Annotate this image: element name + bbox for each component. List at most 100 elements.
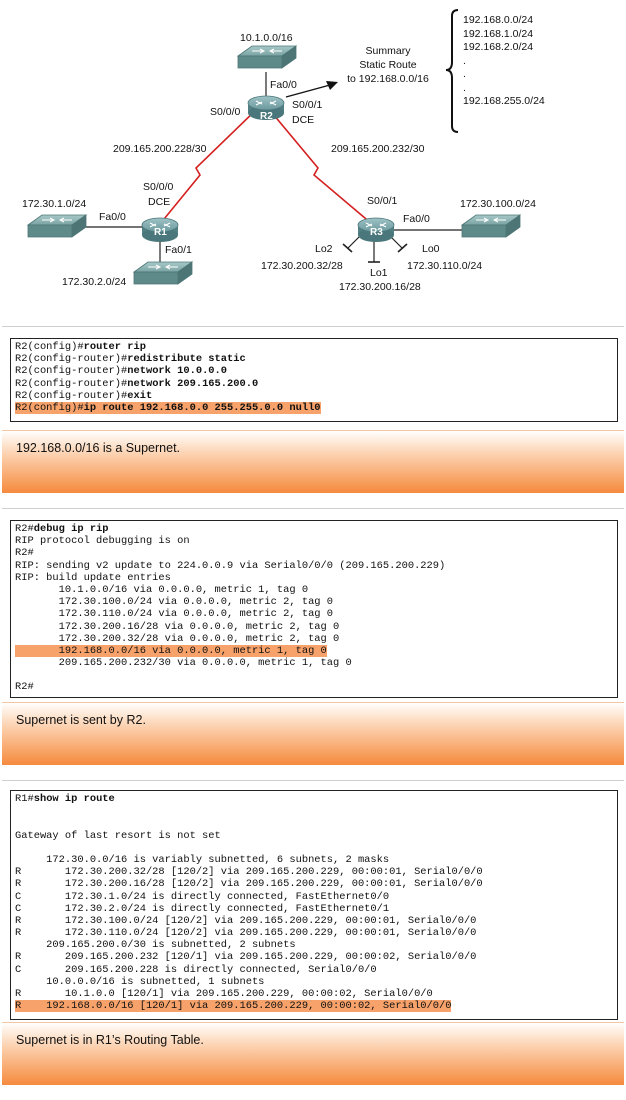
loopback-network-label: 172.30.110.0/24 [407, 260, 483, 272]
interface-label: Fa0/0 [270, 79, 297, 91]
cli-prompt: R2# [15, 681, 34, 694]
summarized-network: 192.168.255.0/24 [463, 95, 545, 107]
cli-line: R2(config)#router rip [15, 341, 613, 353]
serial-link-r2-r3 [267, 107, 373, 225]
interface-label: DCE [292, 114, 315, 126]
cli-command: redistribute static [127, 353, 246, 366]
cli-command: ip route 192.168.0.0 255.255.0.0 null0 [83, 401, 321, 414]
network-label: 172.30.2.0/24 [62, 276, 127, 288]
cli-prompt: R2# [15, 523, 34, 535]
cli-line: R 172.30.100.0/24 [120/2] via 209.165.20… [15, 915, 613, 927]
cli-line: R 10.1.0.0 [120/1] via 209.165.200.229, … [15, 988, 613, 1000]
cli-text: R 172.30.200.16/28 [120/2] via 209.165.2… [15, 878, 483, 891]
switch-icon [27, 214, 87, 238]
cli-line: 172.30.110.0/24 via 0.0.0.0, metric 2, t… [15, 608, 613, 620]
cli-line: R2#debug ip rip [15, 523, 613, 535]
caption-text: Supernet is in R1’s Routing Table. [16, 1033, 204, 1047]
cli-text: C 209.165.200.228 is directly connected,… [15, 963, 377, 976]
cli-text: 209.165.200.232/30 via 0.0.0.0, metric 1… [15, 657, 352, 670]
cli-line: Gateway of last resort is not set [15, 830, 613, 842]
caption-bar: Supernet is sent by R2. [2, 702, 624, 765]
cli-line: R2(config-router)#network 10.0.0.0 [15, 365, 613, 377]
cli-text: R 172.30.110.0/24 [120/2] via 209.165.20… [15, 927, 477, 940]
summarized-network: . [463, 81, 466, 94]
cli-prompt: R2(config)# [15, 401, 84, 414]
link-label: 209.165.200.232/30 [331, 143, 425, 155]
cli-line [15, 805, 613, 817]
cli-line: 10.0.0.0/16 is subnetted, 1 subnets [15, 976, 613, 988]
cli-text: R 192.168.0.0/16 [120/1] via 209.165.200… [15, 1000, 452, 1013]
cli-text: R 172.30.200.32/28 [120/2] via 209.165.2… [15, 866, 483, 879]
caption-text: Supernet is sent by R2. [16, 713, 146, 727]
cli-text: 10.0.0.0/16 is subnetted, 1 subnets [15, 975, 265, 988]
cli-line: C 172.30.1.0/24 is directly connected, F… [15, 891, 613, 903]
cli-line: 172.30.200.32/28 via 0.0.0.0, metric 2, … [15, 633, 613, 645]
cli-command: exit [127, 389, 153, 402]
cli-text: 209.165.200.0/30 is subnetted, 2 subnets [15, 939, 296, 952]
interface-label: S0/0/0 [143, 181, 174, 193]
cli-text: RIP: sending v2 update to 224.0.0.9 via … [15, 559, 446, 572]
summarized-networks-list: 192.168.0.0/24 192.168.1.0/24 192.168.2.… [463, 14, 545, 109]
interface-label: Lo2 [315, 243, 333, 255]
summary-route-label: Summary Static Route to 192.168.0.0/16 [338, 44, 438, 86]
topology-diagram [27, 9, 521, 285]
cli-prompt: R2(config-router)# [15, 389, 128, 402]
interface-label: S0/0/1 [367, 195, 398, 207]
cli-line: R 172.30.200.16/28 [120/2] via 209.165.2… [15, 878, 613, 890]
loopback-network-label: 172.30.200.32/28 [261, 260, 343, 272]
summarized-network: 192.168.1.0/24 [463, 27, 534, 40]
cli-text: 192.168.0.0/16 via 0.0.0.0, metric 1, ta… [15, 644, 327, 657]
switch-icon [133, 261, 193, 285]
summarized-network: 192.168.0.0/24 [463, 14, 534, 26]
cli-line: 172.30.100.0/24 via 0.0.0.0, metric 2, t… [15, 596, 613, 608]
cli-line: 172.30.200.16/28 via 0.0.0.0, metric 2, … [15, 621, 613, 633]
summary-line: Static Route [359, 59, 417, 71]
cli-line [15, 817, 613, 829]
cli-text: 172.30.0.0/16 is variably subnetted, 6 s… [15, 853, 390, 866]
cli-line: C 172.30.2.0/24 is directly connected, F… [15, 903, 613, 915]
cli-line: R2(config-router)#network 209.165.200.0 [15, 378, 613, 390]
cli-command: debug ip rip [33, 523, 109, 535]
cli-command: show ip route [33, 793, 115, 805]
cli-prompt: R2(config-router)# [15, 353, 128, 366]
cli-line: 209.165.200.232/30 via 0.0.0.0, metric 1… [15, 657, 613, 669]
summarized-network: . [463, 68, 466, 80]
cli-line [15, 842, 613, 854]
cli-text: R 172.30.100.0/24 [120/2] via 209.165.20… [15, 914, 477, 927]
cli-line: C 209.165.200.228 is directly connected,… [15, 964, 613, 976]
interface-label: DCE [148, 196, 171, 208]
network-label: 10.1.0.0/16 [240, 32, 293, 44]
loopback-network-label: 172.30.200.16/28 [339, 281, 421, 293]
cli-line: R 209.165.200.232 [120/1] via 209.165.20… [15, 951, 613, 963]
cli-prompt: R2# [15, 547, 34, 560]
cli-line [15, 669, 613, 681]
cli-line: 10.1.0.0/16 via 0.0.0.0, metric 1, tag 0 [15, 584, 613, 596]
cli-line: RIP: build update entries [15, 572, 613, 584]
summary-line: Summary [365, 45, 411, 57]
cli-text: R 209.165.200.232 [120/1] via 209.165.20… [15, 951, 477, 964]
caption-text: 192.168.0.0/16 is a Supernet. [16, 441, 181, 455]
cli-text: 10.1.0.0/16 via 0.0.0.0, metric 1, tag 0 [15, 583, 309, 596]
cli-line: R 192.168.0.0/16 [120/1] via 209.165.200… [15, 1000, 613, 1013]
network-label: 172.30.1.0/24 [22, 198, 87, 210]
cli-command: network 209.165.200.0 [127, 377, 259, 390]
interface-label: Fa0/0 [99, 211, 126, 223]
cli-line: RIP: sending v2 update to 224.0.0.9 via … [15, 560, 613, 572]
summarized-network: . [463, 54, 466, 67]
cli-line: R 172.30.110.0/24 [120/2] via 209.165.20… [15, 927, 613, 939]
cli-text: C 172.30.2.0/24 is directly connected, F… [15, 902, 390, 915]
cli-line: R2(config)#ip route 192.168.0.0 255.255.… [15, 401, 613, 415]
cli-text: RIP protocol debugging is on [15, 535, 190, 548]
cli-prompt: R2(config-router)# [15, 377, 128, 390]
cli-text: Gateway of last resort is not set [15, 829, 221, 842]
router-r2-label: R2 [260, 111, 273, 122]
cli-line: R2(config-router)#exit [15, 390, 613, 402]
cli-text: RIP: build update entries [15, 571, 171, 584]
interface-label: S0/0/1 [292, 99, 323, 111]
summarized-network: 192.168.2.0/24 [463, 41, 534, 53]
arrow-icon [285, 81, 338, 98]
